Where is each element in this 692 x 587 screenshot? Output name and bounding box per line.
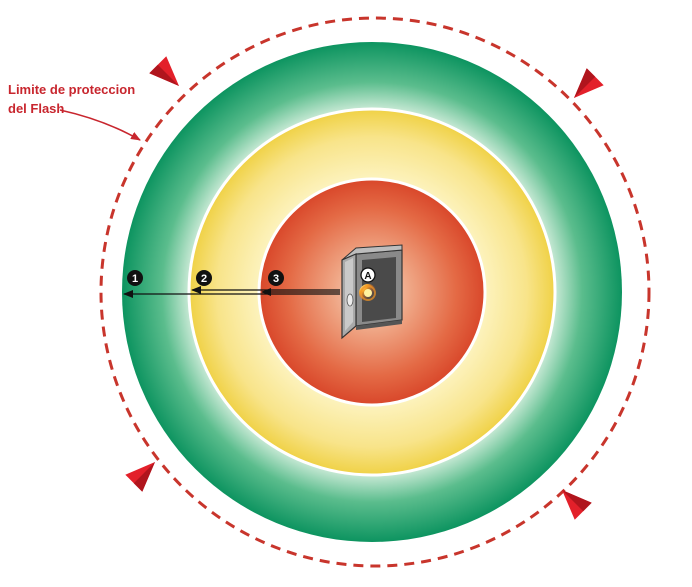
marker-1: 1 (127, 270, 143, 286)
source-label: A (364, 271, 371, 282)
expansion-arrow-icon (125, 462, 155, 492)
marker-2: 2 (196, 270, 212, 286)
expansion-arrow-icon (574, 68, 604, 98)
marker-3: 3 (268, 270, 284, 286)
callout-line-1: Limite de proteccion (8, 82, 136, 97)
arc-flash-core (364, 289, 372, 297)
expansion-arrow-icon (562, 490, 592, 520)
flash-boundary-callout: Limite de proteccion del Flash (8, 80, 135, 118)
marker-2-label: 2 (201, 273, 207, 285)
arc-flash-halo (360, 285, 376, 301)
flash-protection-boundary (99, 16, 651, 568)
callout-line-2: del Flash (8, 101, 65, 116)
callout-pointer-arrow (59, 109, 141, 141)
expansion-arrow-icon (149, 56, 179, 86)
source-label-badge: A (360, 267, 376, 283)
marker-1-label: 1 (132, 273, 138, 285)
marker-3-label: 3 (273, 273, 279, 285)
